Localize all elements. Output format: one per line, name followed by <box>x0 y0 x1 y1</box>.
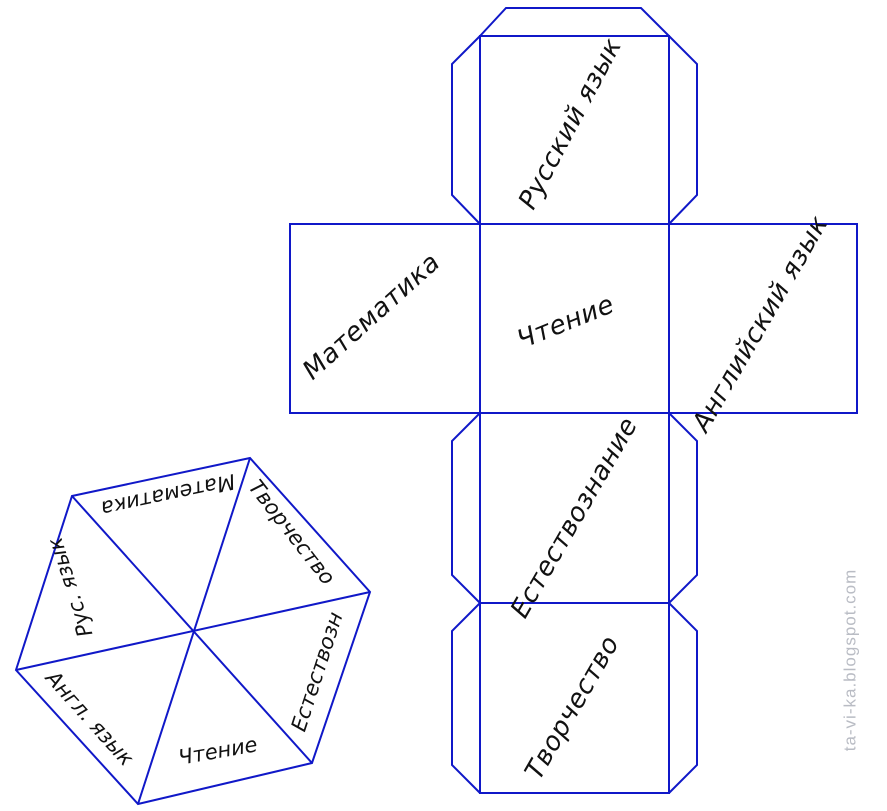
cube-net: Русский язык Математика Чтение Английски… <box>289 7 858 794</box>
net-label-right: Английский язык <box>686 211 835 439</box>
flap-top-left <box>451 35 481 225</box>
hexagon-view: Математика Творчество Естествозн Чтение … <box>14 456 372 806</box>
net-label-top: Русский язык <box>513 33 628 214</box>
face-right <box>668 223 858 414</box>
net-label-lower: Естествознание <box>505 412 644 623</box>
flap-lower-left <box>451 412 481 604</box>
flap-lower-right <box>668 412 698 604</box>
hexagon-diagonal-a <box>71 495 313 764</box>
hex-label-upper-right: Творчество <box>244 475 340 589</box>
net-label-center: Чтение <box>513 290 619 356</box>
flap-top-top <box>479 7 670 37</box>
flap-top-right <box>668 35 698 225</box>
face-top <box>479 35 670 225</box>
hexagon-diagonal-c <box>15 591 371 671</box>
net-label-left: Математика <box>297 247 446 386</box>
hex-label-top: Математика <box>99 469 237 521</box>
hex-label-lower-left: Англ. язык <box>40 665 139 771</box>
watermark-text: ta-vi-ka.blogspot.com <box>840 569 859 752</box>
flap-bottom-right <box>668 602 698 794</box>
hex-label-upper-left: Рус. язык <box>43 534 98 640</box>
flap-bottom-left <box>451 602 481 794</box>
face-bottom <box>479 602 670 794</box>
hex-label-lower-right: Естествозн <box>286 609 347 734</box>
net-label-bottom: Творчество <box>519 631 625 785</box>
hex-label-bottom: Чтение <box>176 732 259 770</box>
